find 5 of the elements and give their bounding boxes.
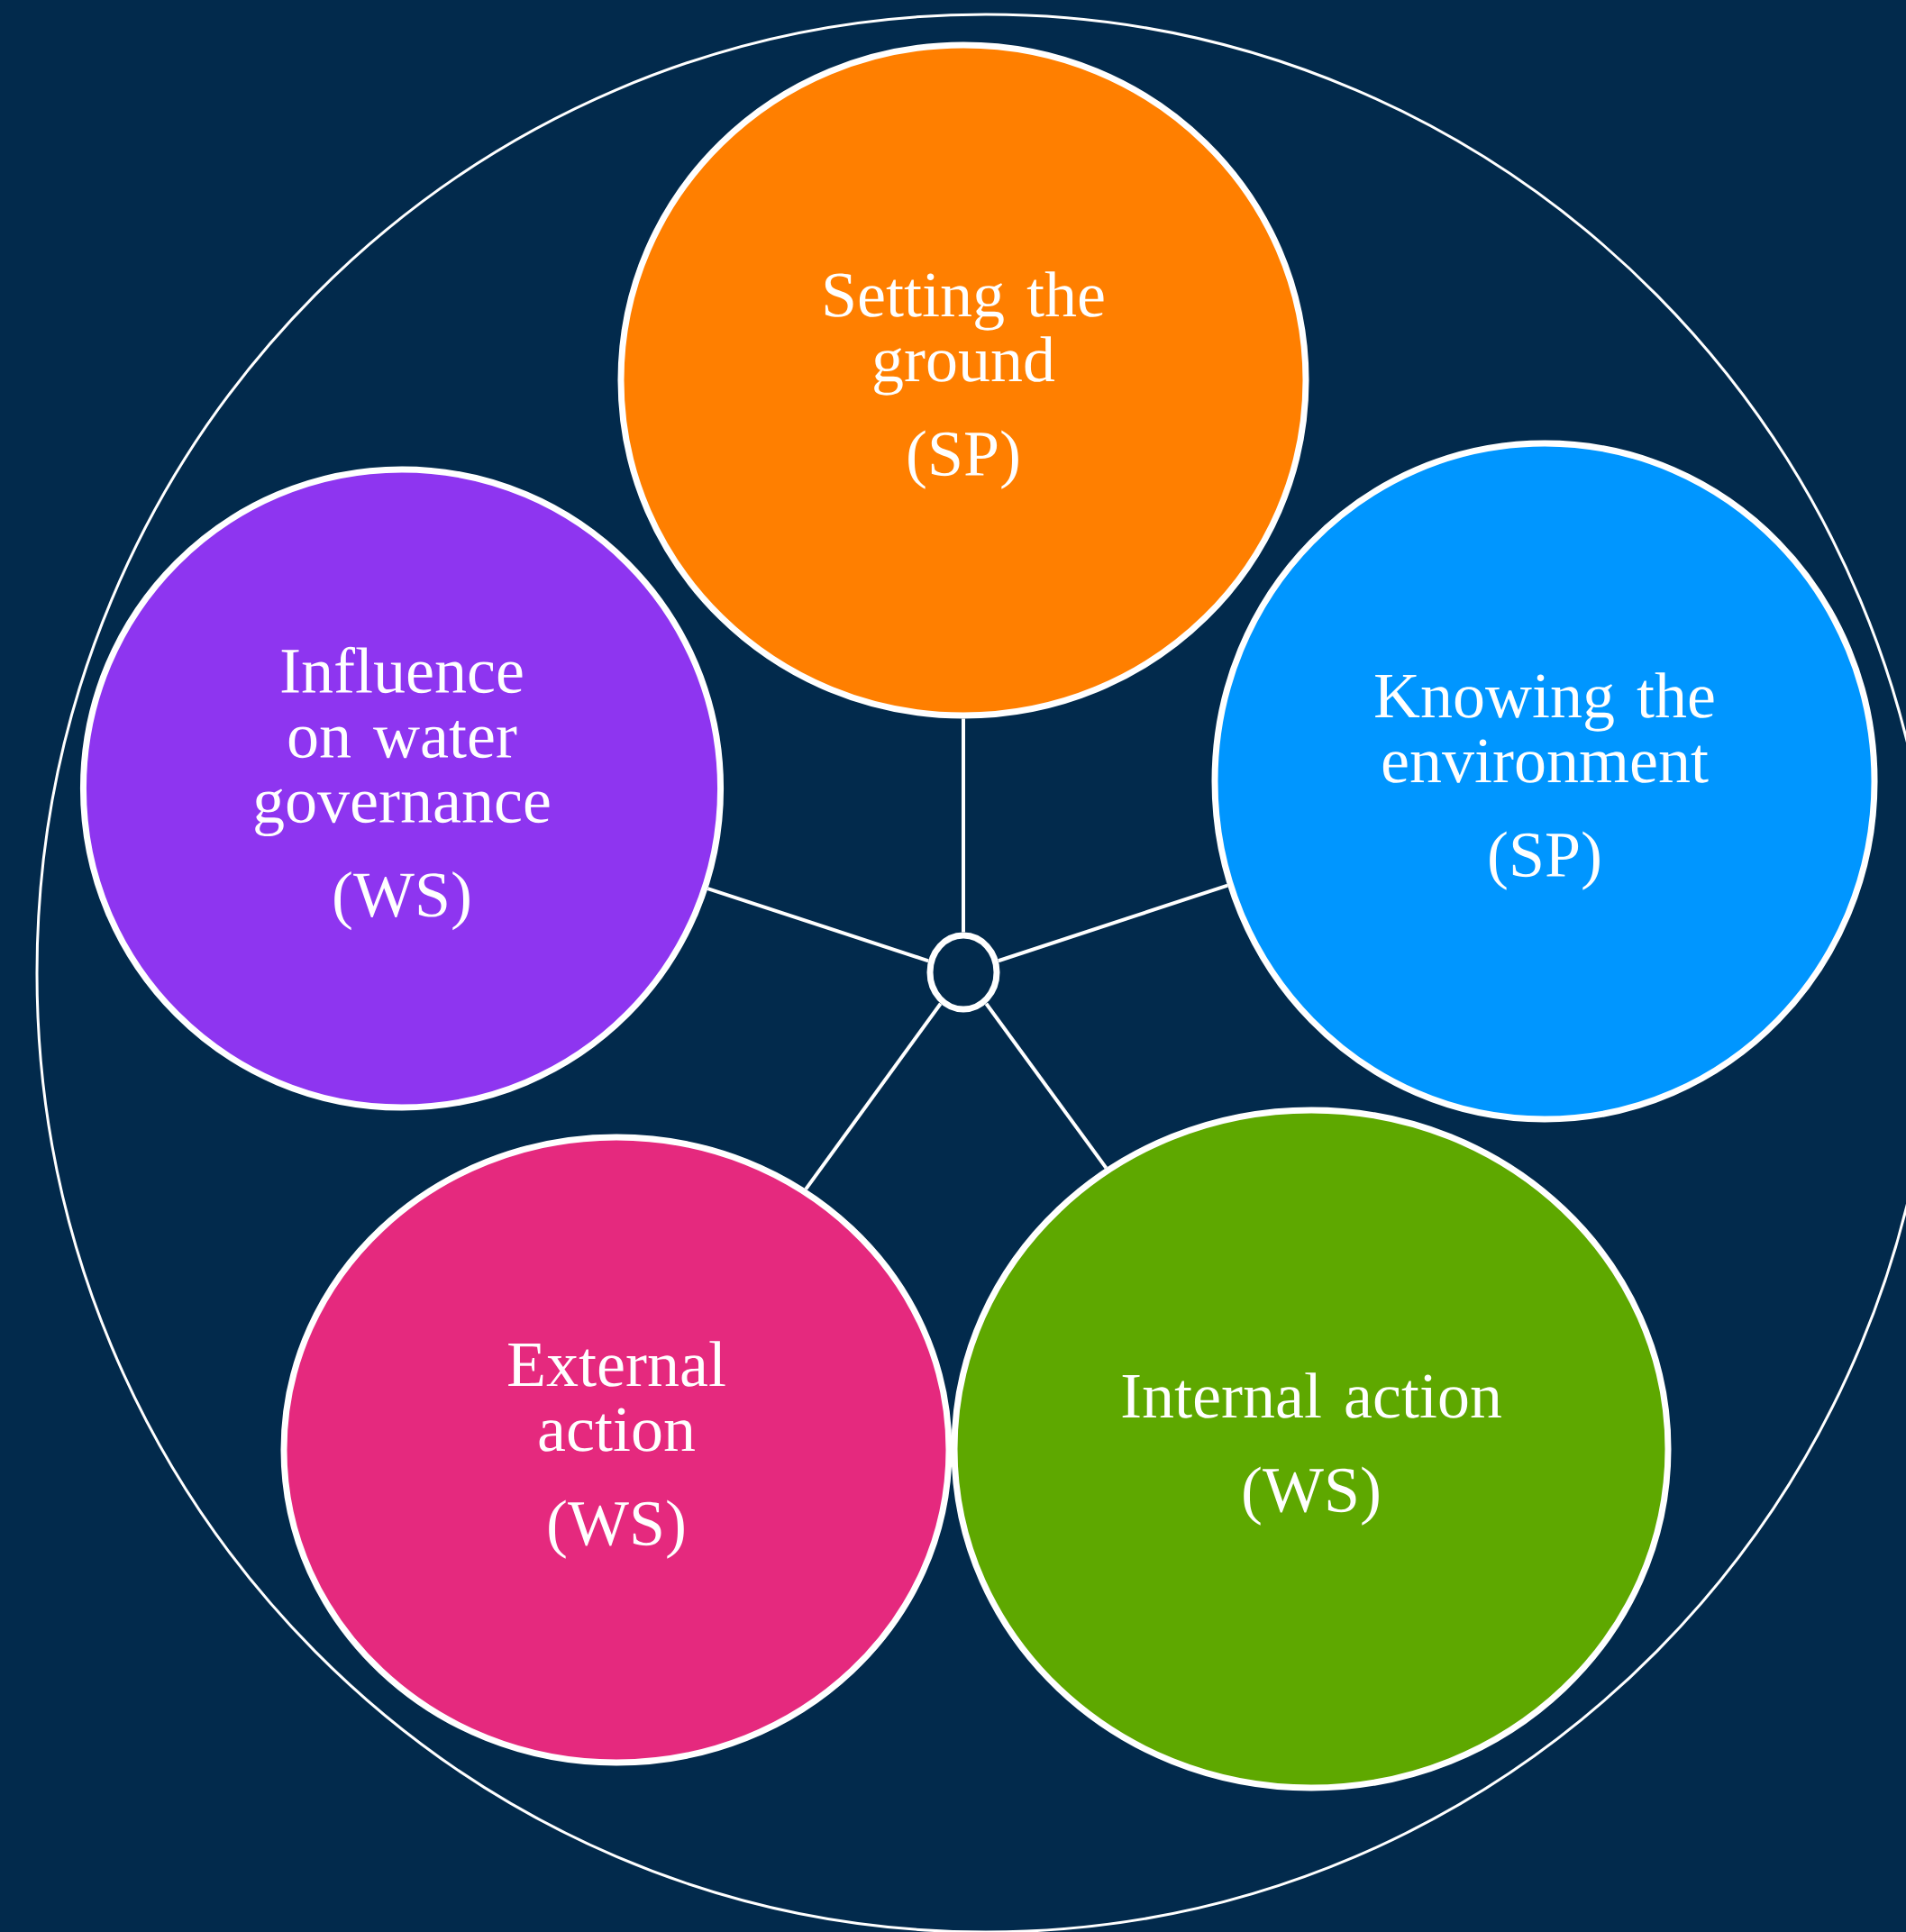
connector-line: [962, 718, 965, 933]
connector-line: [707, 887, 929, 963]
connector-line: [998, 883, 1228, 963]
connector-line: [804, 1002, 943, 1190]
connector-line: [984, 1002, 1108, 1170]
